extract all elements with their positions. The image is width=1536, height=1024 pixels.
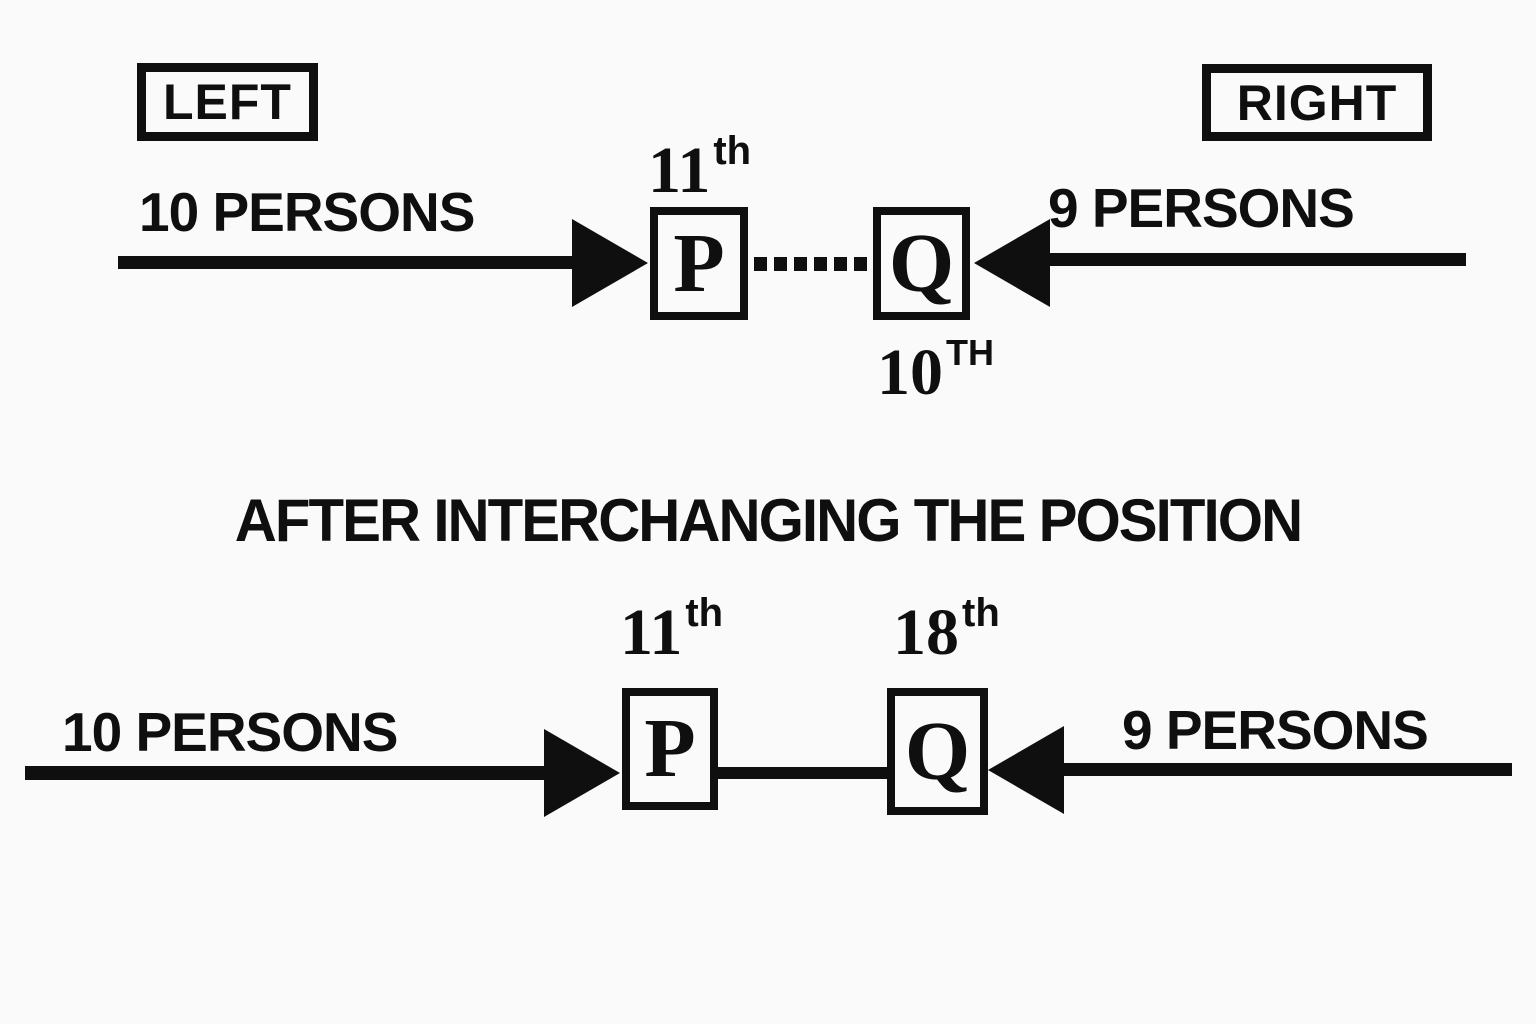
section-title: AFTER INTERCHANGING THE POSITION xyxy=(234,487,1303,554)
bottom-left-count-label: 10 PERSONS xyxy=(62,701,398,763)
top-q-position-number: 10 xyxy=(877,336,943,409)
top-person-q-box: Q xyxy=(873,207,970,320)
top-person-p-box: P xyxy=(650,207,748,320)
top-q-position-suffix: TH xyxy=(946,332,994,373)
dot xyxy=(854,257,867,271)
dot xyxy=(794,257,807,271)
right-direction-box: RIGHT xyxy=(1202,64,1432,141)
top-right-count-label: 9 PERSONS xyxy=(1048,177,1355,239)
right-direction-label: RIGHT xyxy=(1236,74,1398,131)
bottom-left-arrow-shaft xyxy=(25,766,555,780)
bottom-p-position-suffix: th xyxy=(685,591,724,635)
bottom-q-position-suffix: th xyxy=(962,591,1000,635)
bottom-right-count-label: 9 PERSONS xyxy=(1122,699,1429,761)
top-right-arrow-shaft xyxy=(1048,253,1466,266)
dot xyxy=(814,257,827,271)
top-p-position-number: 11 xyxy=(648,134,711,207)
dotted-connector xyxy=(754,257,867,271)
top-p-position-suffix: th xyxy=(713,129,752,173)
dot xyxy=(754,257,767,271)
bottom-person-q-box: Q xyxy=(887,688,988,815)
arrow-right-icon xyxy=(544,729,620,817)
arrow-left-icon xyxy=(988,726,1064,814)
dot xyxy=(774,257,787,271)
arrow-right-icon xyxy=(572,219,648,307)
bottom-q-position-number: 18 xyxy=(893,596,959,669)
left-direction-box: LEFT xyxy=(137,63,318,141)
bottom-person-p-letter: P xyxy=(644,702,696,795)
top-left-count-label: 10 PERSONS xyxy=(139,181,475,243)
bottom-p-position-number: 11 xyxy=(620,596,683,669)
left-direction-label: LEFT xyxy=(163,74,292,130)
bottom-person-q-letter: Q xyxy=(904,704,971,798)
top-person-p-letter: P xyxy=(673,216,725,310)
solid-connector xyxy=(714,767,891,779)
top-person-q-letter: Q xyxy=(888,216,955,310)
bottom-right-arrow-shaft xyxy=(1062,763,1512,776)
top-left-arrow-shaft xyxy=(118,256,576,269)
bottom-person-p-box: P xyxy=(622,688,718,810)
dot xyxy=(834,257,847,271)
arrow-left-icon xyxy=(974,219,1050,307)
